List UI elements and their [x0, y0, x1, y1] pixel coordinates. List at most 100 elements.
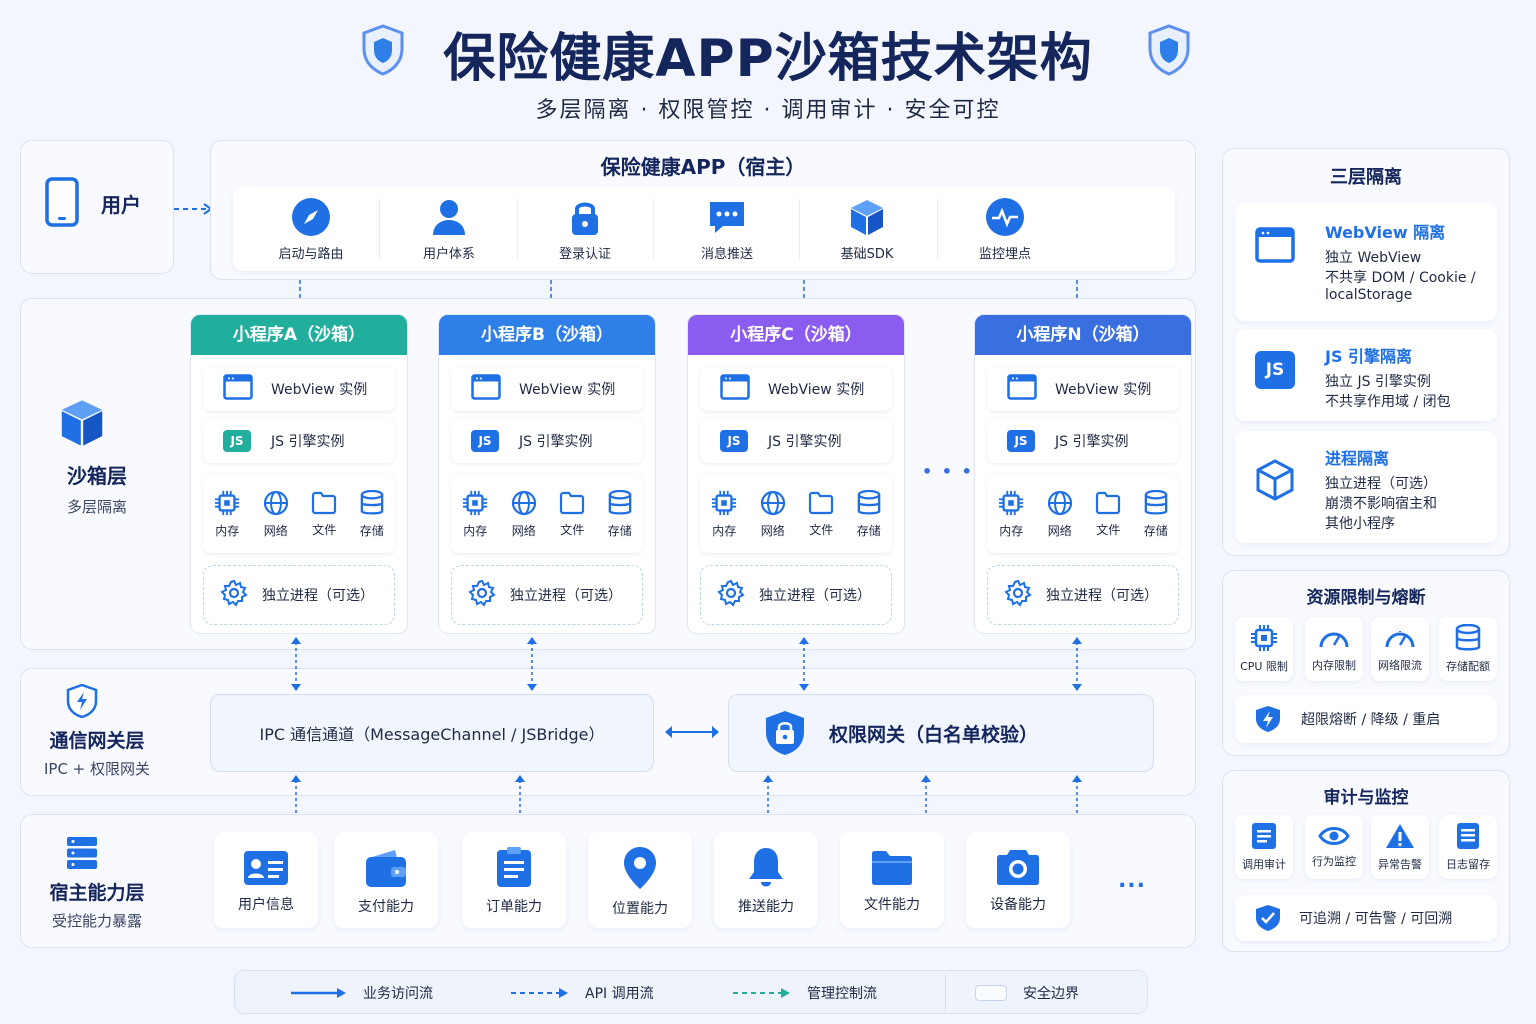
- browser-window-icon: [471, 374, 501, 400]
- sandbox-title: 小程序C（沙箱）: [688, 315, 904, 355]
- resource-limit-panel: 资源限制与熔断 CPU 限制 内存限制 网络限流 存储配额 超限熔断 / 降级 …: [1222, 570, 1510, 756]
- host-module-routing[interactable]: 启动与路由: [265, 197, 357, 262]
- capability-payment[interactable]: 支付能力: [334, 832, 438, 928]
- globe-icon: [263, 490, 288, 515]
- capability-push[interactable]: 推送能力: [714, 832, 818, 928]
- browser-window-icon: [720, 374, 750, 400]
- database-icon: [857, 489, 880, 515]
- legend: 业务访问流 API 调用流 管理控制流 安全边界: [234, 970, 1148, 1014]
- location-icon: [624, 847, 656, 889]
- business-arrow: [665, 726, 719, 738]
- capability-device[interactable]: 设备能力: [966, 832, 1070, 928]
- resource-network: 网络: [511, 490, 537, 539]
- database-icon: [360, 489, 383, 515]
- js-badge: JS: [1007, 430, 1035, 452]
- resource-network: 网络: [760, 490, 786, 539]
- audit-call: 调用审计: [1235, 815, 1293, 879]
- resource-storage: 存储: [360, 489, 384, 539]
- shield-lock-icon: [766, 711, 804, 755]
- log-icon: [1457, 823, 1479, 849]
- folder-icon: [809, 491, 834, 514]
- user-panel: 用户: [20, 140, 174, 274]
- user-icon: [433, 200, 465, 235]
- resource-isolation: 内存网络文件存储: [700, 475, 892, 553]
- host-modules: 启动与路由 用户体系 登录认证 消息推送 基础SDK 监控埋点: [233, 187, 1175, 271]
- host-module-login[interactable]: 登录认证: [539, 197, 631, 262]
- limit-storage: 存储配额: [1439, 617, 1497, 681]
- host-module-sdk[interactable]: 基础SDK: [821, 197, 913, 262]
- resource-isolation: 内存网络文件存储: [203, 475, 395, 553]
- shield-icon: [1148, 24, 1190, 76]
- host-module-message[interactable]: 消息推送: [681, 197, 773, 262]
- resource-storage: 存储: [1144, 489, 1168, 539]
- api-arrow: [527, 637, 537, 691]
- chip-icon: [712, 490, 737, 515]
- pulse-icon: [986, 198, 1024, 236]
- sandbox-ellipsis: • • •: [922, 462, 974, 481]
- api-arrow: [174, 203, 213, 215]
- audit-alert: 异常告警: [1371, 815, 1429, 879]
- limit-memory: 内存限制: [1305, 617, 1363, 681]
- audit-log: 日志留存: [1439, 815, 1497, 879]
- folder-icon: [560, 491, 585, 514]
- ipc-channel: IPC 通信通道（MessageChannel / JSBridge）: [210, 694, 654, 772]
- gauge-icon: [1319, 632, 1349, 648]
- capability-user-info[interactable]: 用户信息: [214, 832, 318, 928]
- resource-storage: 存储: [857, 489, 881, 539]
- gear-icon: [220, 579, 248, 607]
- independent-process: 独立进程（可选）: [203, 565, 395, 625]
- legend-business-label: 业务访问流: [363, 986, 433, 1002]
- resource-isolation: 内存网络文件存储: [987, 475, 1179, 553]
- legend-api-label: API 调用流: [585, 986, 654, 1002]
- capability-more[interactable]: ...: [1080, 832, 1184, 928]
- resource-storage: 存储: [608, 489, 632, 539]
- js-badge: JS: [1255, 351, 1295, 389]
- panel-title: 资源限制与熔断: [1306, 588, 1426, 608]
- layer-name: 宿主能力层: [49, 882, 145, 904]
- panel-title: 审计与监控: [1323, 788, 1409, 808]
- isolation-process: 进程隔离 独立进程（可选） 崩溃不影响宿主和 其他小程序: [1235, 431, 1497, 543]
- wallet-icon: [366, 850, 406, 887]
- layer-subtitle: IPC + 权限网关: [43, 760, 151, 778]
- legend-boundary-label: 安全边界: [1023, 986, 1079, 1002]
- webview-instance: WebView 实例: [451, 367, 643, 411]
- globe-icon: [1047, 490, 1072, 515]
- database-icon: [608, 489, 631, 515]
- host-app-panel: 保险健康APP（宿主） 启动与路由 用户体系 登录认证 消息推送 基础SDK: [210, 140, 1196, 280]
- webview-instance: WebView 实例: [203, 367, 395, 411]
- eye-icon: [1318, 827, 1350, 845]
- sandbox-title: 小程序A（沙箱）: [191, 315, 407, 355]
- lock-icon: [572, 202, 598, 235]
- isolation-webview: WebView 隔离 独立 WebView 不共享 DOM / Cookie /…: [1235, 203, 1497, 321]
- host-module-user[interactable]: 用户体系: [403, 197, 495, 262]
- audit-behavior: 行为监控: [1305, 815, 1363, 879]
- clipboard-icon: [497, 847, 531, 887]
- resource-memory: 内存: [711, 490, 737, 539]
- browser-window-icon: [1007, 374, 1037, 400]
- js-badge: JS: [720, 430, 748, 452]
- host-module-monitor[interactable]: 监控埋点: [959, 197, 1051, 262]
- api-arrow: [799, 637, 809, 691]
- capability-order[interactable]: 订单能力: [462, 832, 566, 928]
- folder-icon: [1096, 491, 1121, 514]
- chip-icon: [215, 490, 240, 515]
- database-icon: [1144, 489, 1167, 515]
- sandbox-title: 小程序N（沙箱）: [975, 315, 1191, 355]
- audit-panel: 审计与监控 调用审计 行为监控 异常告警 日志留存 可追溯 / 可告警 / 可回…: [1222, 770, 1510, 952]
- browser-window-icon: [1255, 227, 1295, 263]
- shield-check-icon: [1256, 905, 1280, 931]
- capability-file[interactable]: 文件能力: [840, 832, 944, 928]
- panel-title: 三层隔离: [1330, 167, 1402, 188]
- limit-cpu: CPU 限制: [1235, 617, 1293, 681]
- api-arrow: [291, 637, 301, 691]
- capability-location[interactable]: 位置能力: [588, 832, 692, 928]
- page-title: 保险健康APP沙箱技术架构: [443, 29, 1093, 89]
- legend-business-line: [291, 988, 346, 998]
- resource-memory: 内存: [214, 490, 240, 539]
- legend-boundary-swatch: [975, 985, 1007, 1001]
- database-icon: [1455, 624, 1481, 651]
